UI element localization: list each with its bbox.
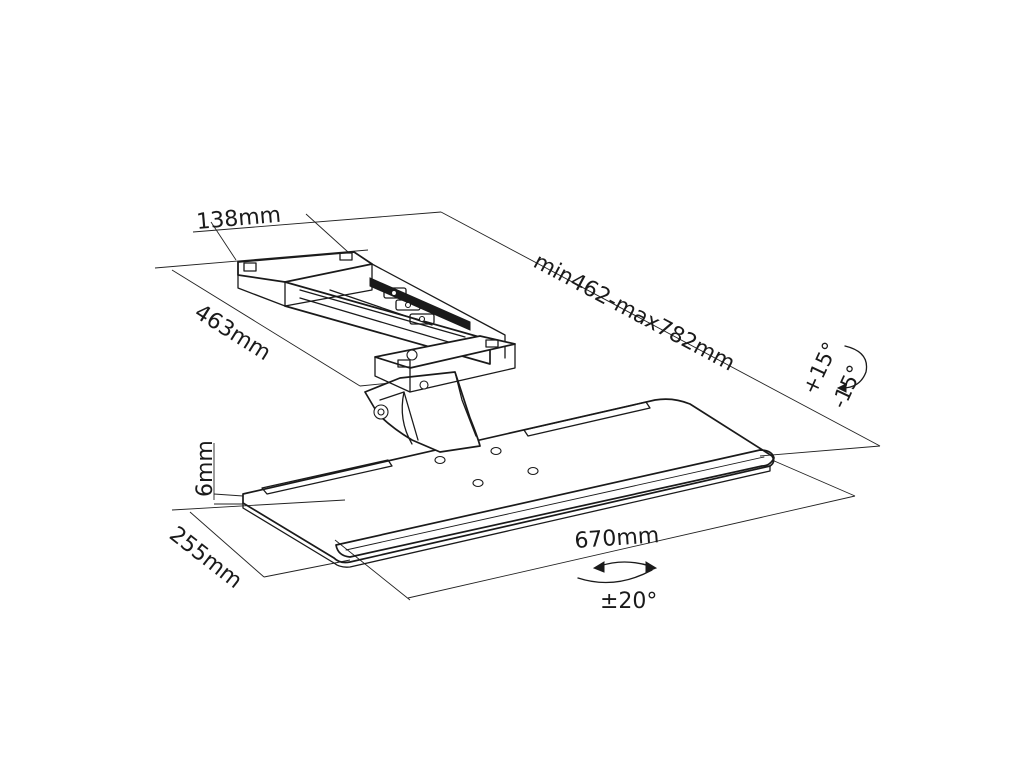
tray-width-label: 670mm <box>574 523 660 554</box>
mount-hole <box>527 466 539 476</box>
mount-hole <box>434 455 446 465</box>
track-extension-label: min462-max782mm <box>529 249 739 376</box>
mount-hole <box>490 446 502 456</box>
tray-depth-label: 255mm <box>164 522 246 594</box>
mount-width-label: 138mm <box>195 203 282 235</box>
tilt-arm <box>364 371 481 453</box>
dimension-lines <box>154 211 881 601</box>
tray-thickness-label: 6mm <box>193 440 218 497</box>
slide-track <box>237 251 516 393</box>
swivel-arc-icon <box>577 561 658 584</box>
mount-hole <box>472 478 484 488</box>
tilt-arc-icon <box>836 345 868 393</box>
mount-length-label: 463mm <box>190 300 275 366</box>
keyboard-tray <box>242 398 775 568</box>
swivel-label: ±20° <box>600 589 657 614</box>
